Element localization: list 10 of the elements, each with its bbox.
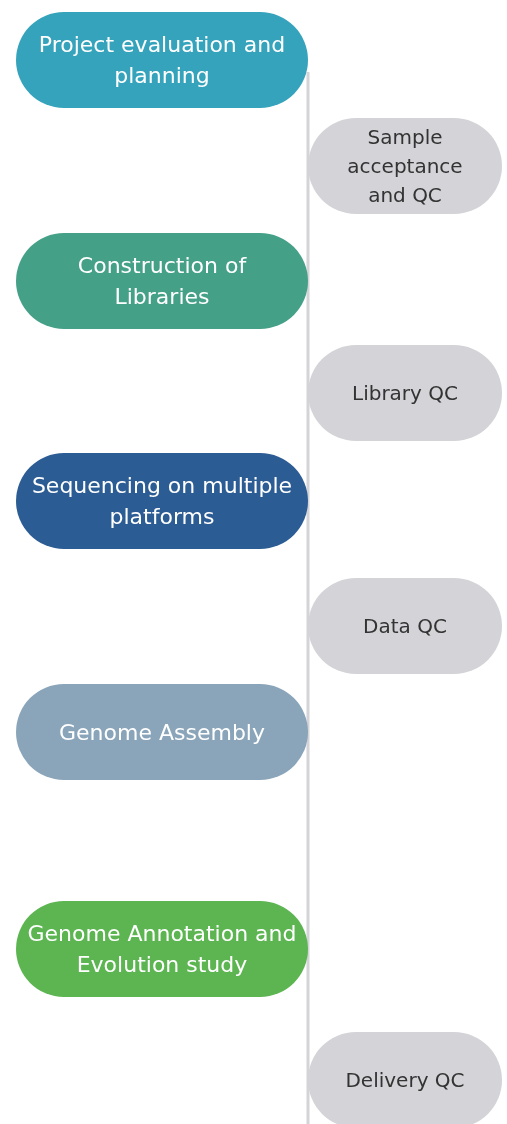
stage-box: Sequencing on multiple platforms [16,453,308,549]
stage-box: Construction of Libraries [16,233,308,329]
stage-box: Project evaluation and planning [16,12,308,108]
qc-box: Sample acceptance and QC [308,118,502,214]
qc-box: Data QC [308,578,502,674]
qc-box: Library QC [308,345,502,441]
stage-box: Genome Annotation and Evolution study [16,901,308,997]
qc-box: Delivery QC [308,1032,502,1124]
timeline-line [306,72,310,1124]
stage-box: Genome Assembly [16,684,308,780]
